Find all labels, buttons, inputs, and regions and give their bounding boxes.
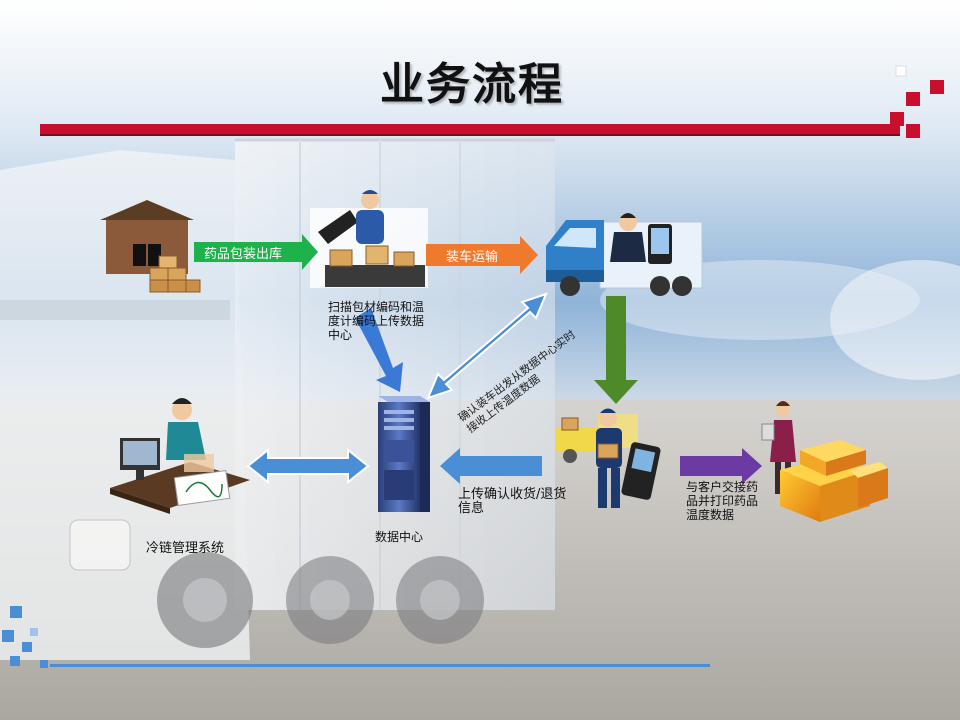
page-title: 业务流程: [380, 59, 564, 110]
note-upload-receipt: 上传确认收货/退货信息: [458, 487, 567, 516]
corner-squares-top-right: [890, 65, 944, 138]
step-label-warehouse-out: 药品包装出库: [204, 247, 283, 262]
note-scan: 扫描包材编码和温度计编码上传数据中心: [328, 300, 425, 342]
arrow-warehouse-to-packing: [194, 234, 318, 270]
delivery-truck-icon: [546, 213, 703, 296]
arrow-packing-to-truck: [426, 236, 538, 274]
corner-squares-bottom-left: [2, 606, 710, 668]
note-handover: 与客户交接药品并打印药品温度数据: [686, 480, 759, 522]
warehouse-icon: [100, 200, 201, 293]
delivered-boxes-icon: [780, 440, 888, 522]
arrow-datacenter-coldchain-bidirectional: [246, 447, 370, 485]
packing-worker-icon: [310, 190, 428, 288]
cold-chain-workstation-icon: [110, 398, 250, 514]
warehouse-boxes-icon: [149, 255, 201, 293]
arrow-courier-to-datacenter: [440, 448, 542, 484]
arrow-truck-to-courier: [594, 296, 638, 404]
step-label-loading: 装车运输: [446, 250, 499, 265]
background-truck: [0, 138, 555, 660]
node-label-coldchain: 冷链管理系统: [146, 541, 225, 556]
data-center-server-icon: [378, 396, 430, 512]
handheld-device-icon: [621, 442, 661, 500]
courier-icon: [556, 408, 661, 508]
header-bar: [40, 124, 900, 136]
arrow-truck-datacenter-bidirectional: [426, 292, 548, 400]
arrow-courier-to-customer: [680, 448, 762, 484]
arrow-scan-to-datacenter: [355, 308, 403, 392]
node-label-datacenter: 数据中心: [375, 530, 424, 544]
